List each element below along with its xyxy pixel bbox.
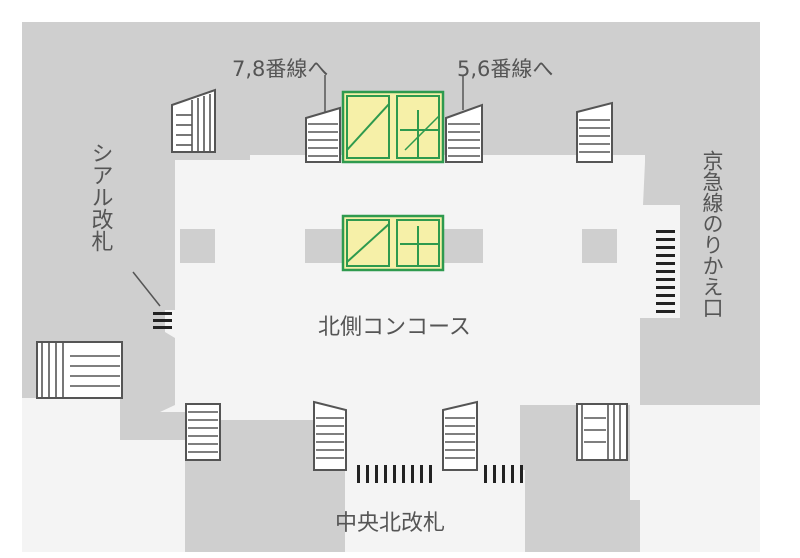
platform-78-label: 7,8番線へ [232,57,328,81]
platform-56-label: 5,6番線へ [457,57,553,81]
central-passage [345,470,525,552]
escalator-middle [341,214,445,272]
keikyu-gate-bars [656,230,675,313]
concourse-floor [160,155,680,500]
central-north-gate-bars [357,465,523,483]
central-north-gate-label: 中央北改札 [335,511,445,536]
escalator-top [341,90,445,164]
stairs [36,88,628,471]
concourse-name-label: 北側コンコース [318,315,471,340]
left-passage [22,398,185,552]
cial-gate-label: シアル改札 [88,142,114,252]
leader-line-cial [132,271,161,307]
pillar [582,229,617,263]
right-passage [630,405,760,552]
pillar [180,229,215,263]
cial-gate-bars [153,312,172,329]
keikyu-transfer-label: 京急線のりかえ口 [700,150,724,318]
